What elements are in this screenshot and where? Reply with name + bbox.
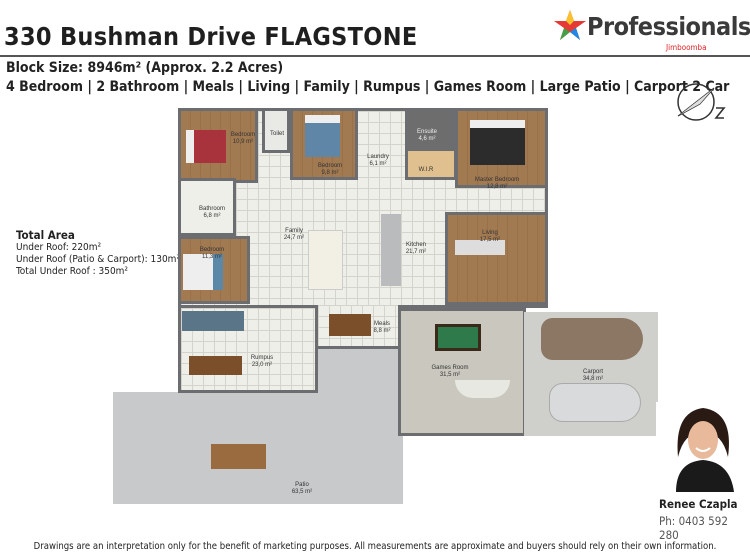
bed [470, 120, 525, 165]
room-living [445, 212, 548, 305]
room-area: 24,7 m² [283, 235, 305, 241]
room-name: Bathroom [198, 206, 226, 212]
room-name: Laundry [367, 154, 389, 160]
compass-icon [677, 83, 726, 121]
area-under-roof: Under Roof: 220m² [16, 242, 102, 253]
room-wir [405, 148, 457, 180]
room-name: Carport [582, 369, 603, 375]
car [541, 318, 643, 360]
total-area-heading: Total Area [16, 228, 75, 242]
room-name: Rumpus [250, 355, 274, 361]
room-name: Master Bedroom [474, 177, 520, 183]
property-title: 330 Bushman Drive FLAGSTONE [4, 22, 418, 51]
logo-text: Professionals [587, 12, 750, 41]
room-patio-extension [312, 346, 403, 406]
room-area: 6,1 m² [369, 161, 387, 167]
room-name: Toilet [269, 131, 285, 137]
pool-table [435, 324, 481, 351]
room-area: 12,8 m² [486, 184, 508, 190]
room-name: Meals [373, 321, 391, 327]
agent-phone: Ph: 0403 592 280 [659, 514, 728, 542]
area-total: Total Under Roof : 350m² [16, 266, 129, 277]
bed [305, 115, 340, 157]
feature-list: 4 Bedroom | 2 Bathroom | Meals | Living … [6, 79, 730, 95]
disclaimer: Drawings are an interpretation only for … [33, 541, 717, 552]
bed [186, 130, 226, 163]
coffee-table [189, 356, 242, 375]
car [549, 383, 641, 422]
sofa [182, 311, 244, 331]
sofa [455, 380, 510, 398]
room-area: 23,0 m² [251, 362, 273, 368]
kitchen-island [381, 214, 401, 286]
room-area: 17,5 m² [479, 237, 501, 243]
patio-table [211, 444, 266, 469]
room-area: 8,8 m² [373, 328, 391, 334]
room-area: 21,7 m² [405, 249, 427, 255]
dining-table [329, 314, 371, 336]
room-name: Patio [295, 482, 309, 488]
room-name: Family [285, 228, 303, 234]
room-area: 10,9 m² [232, 139, 254, 145]
star-logo-icon [554, 10, 586, 40]
room-area: 63,5 m² [291, 489, 313, 495]
room-bathroom [178, 178, 236, 236]
room-area: 9,8 m² [321, 170, 339, 176]
sofa [455, 240, 505, 255]
room-name: Ensuite [416, 129, 438, 135]
room-name: Living [482, 230, 498, 236]
area-patio-carport: Under Roof (Patio & Carport): 130m² [16, 254, 181, 265]
professionals-logo: Professionals Jimboomba [553, 8, 750, 52]
sofa [308, 230, 343, 290]
room-area: 4,6 m² [418, 136, 436, 142]
header-divider [0, 55, 750, 57]
room-name: Bedroom [317, 163, 343, 169]
room-name: Bedroom [199, 247, 225, 253]
bed [183, 254, 223, 290]
total-area-panel: Total Area Under Roof: 220m² Under Roof … [16, 229, 180, 278]
room-name: Kitchen [405, 242, 426, 248]
room-area: 31,5 m² [439, 372, 461, 378]
room-toilet [262, 108, 290, 153]
room-name: Bedroom [230, 132, 256, 138]
logo-subtext: Jimboomba [666, 43, 707, 52]
agent-photo [656, 402, 750, 492]
room-area: 34,8 m² [582, 376, 604, 382]
room-name: Games Room [431, 365, 469, 371]
room-area: 11,3 m² [202, 254, 222, 260]
room-label: W.I.R [419, 167, 434, 174]
block-size: Block Size: 8946m² (Approx. 2.2 Acres) [6, 60, 284, 76]
agent-name: Renee Czapla [659, 497, 738, 511]
room-label: Toilet [270, 131, 284, 138]
room-name: W.I.R [418, 167, 434, 173]
room-area: 6,8 m² [203, 213, 221, 219]
